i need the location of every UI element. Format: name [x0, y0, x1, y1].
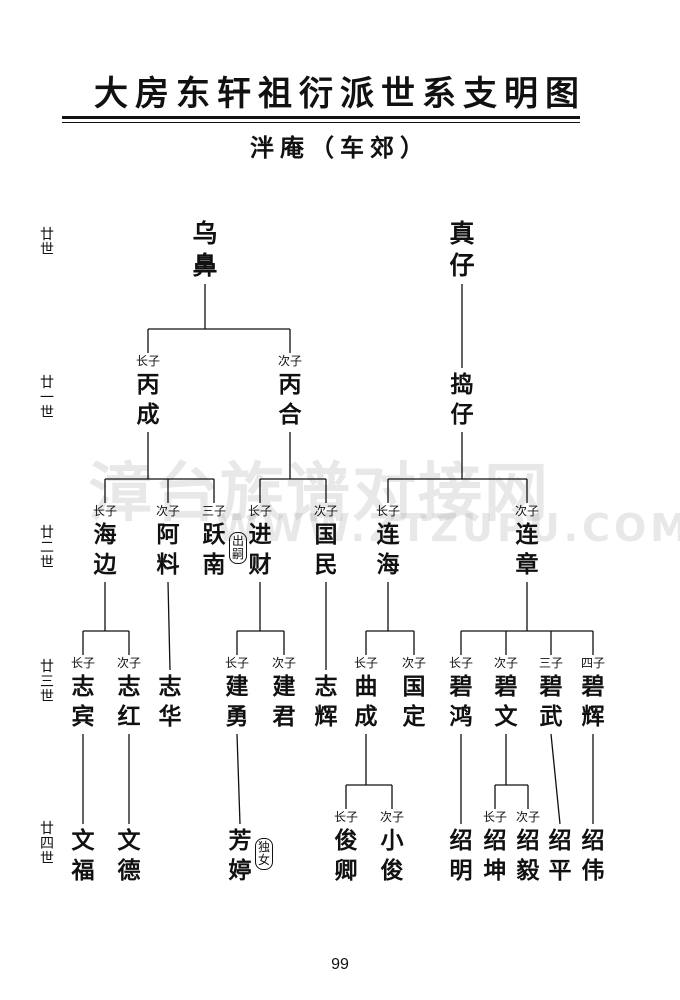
person-name: 国定: [402, 673, 426, 730]
birth-order-label: 长子: [353, 656, 378, 670]
birth-order-label: 次子: [155, 504, 180, 518]
title-rule-thin: [62, 122, 580, 123]
person-name: 志辉: [314, 673, 338, 730]
birth-order-label: 长子: [70, 656, 95, 670]
birth-order-label: 三子: [538, 656, 563, 670]
person-name: 进财: [248, 521, 272, 578]
page-subtitle: 泮庵（车郊）: [250, 133, 430, 162]
person-name: 乌鼻: [192, 219, 218, 280]
person-name: 曲成: [354, 673, 378, 730]
connector-line: [167, 581, 171, 671]
person-name: 捣仔: [450, 371, 474, 428]
connector-line: [236, 733, 241, 825]
page-title: 大房东轩祖衍派世系支明图: [94, 74, 586, 114]
generation-label-g20: 廿世: [40, 227, 54, 258]
person-name: 俊卿: [334, 827, 358, 884]
person-name: 志宾: [71, 673, 95, 730]
person-name: 文福: [71, 827, 95, 884]
birth-order-label: 长子: [135, 354, 160, 368]
person-note: 出嗣: [229, 532, 247, 564]
person-name: 碧武: [539, 673, 563, 730]
birth-order-label: 三子: [201, 504, 226, 518]
person-name: 碧鸿: [449, 673, 473, 730]
birth-order-label: 长子: [224, 656, 249, 670]
person-name: 碧文: [494, 673, 518, 730]
birth-order-label: 次子: [277, 354, 302, 368]
birth-order-label: 次子: [271, 656, 296, 670]
generation-label-g24: 廿四世: [40, 821, 54, 867]
birth-order-label: 次子: [379, 810, 404, 824]
person-name: 连海: [376, 521, 400, 578]
birth-order-label: 次子: [401, 656, 426, 670]
birth-order-label: 长子: [375, 504, 400, 518]
connector-line: [550, 733, 561, 825]
generation-label-g23: 廿三世: [40, 659, 54, 705]
person-name: 志红: [117, 673, 141, 730]
birth-order-label: 长子: [92, 504, 117, 518]
generation-label-g22: 廿二世: [40, 525, 54, 571]
person-name: 海边: [93, 521, 117, 578]
person-name: 芳婷: [228, 827, 252, 884]
person-name: 国民: [314, 521, 338, 578]
person-name: 绍伟: [581, 827, 605, 884]
birth-order-label: 次子: [493, 656, 518, 670]
birth-order-label: 次子: [514, 504, 539, 518]
title-rule-thick: [62, 116, 580, 119]
page-number: 99: [331, 956, 349, 973]
person-name: 阿料: [156, 521, 180, 578]
person-name: 真仔: [449, 219, 475, 280]
person-name: 连章: [515, 521, 539, 578]
person-name: 绍毅: [516, 827, 540, 884]
birth-order-label: 四子: [580, 656, 605, 670]
birth-order-label: 次子: [313, 504, 338, 518]
birth-order-label: 次子: [515, 810, 540, 824]
person-name: 绍明: [449, 827, 473, 884]
birth-order-label: 长子: [333, 810, 358, 824]
person-name: 建勇: [225, 673, 249, 730]
person-name: 碧辉: [581, 673, 605, 730]
person-name: 跃南: [202, 521, 226, 578]
person-name: 志华: [158, 673, 182, 730]
person-name: 绍坤: [483, 827, 507, 884]
generation-label-g21: 廿一世: [40, 375, 54, 421]
person-name: 建君: [272, 673, 296, 730]
birth-order-label: 次子: [116, 656, 141, 670]
person-name: 丙合: [278, 371, 302, 428]
person-name: 文德: [117, 827, 141, 884]
person-name: 小俊: [380, 827, 404, 884]
person-note: 独女: [255, 838, 273, 870]
birth-order-label: 长子: [448, 656, 473, 670]
birth-order-label: 长子: [247, 504, 272, 518]
birth-order-label: 长子: [482, 810, 507, 824]
person-name: 丙成: [136, 371, 160, 428]
person-name: 绍平: [548, 827, 572, 884]
